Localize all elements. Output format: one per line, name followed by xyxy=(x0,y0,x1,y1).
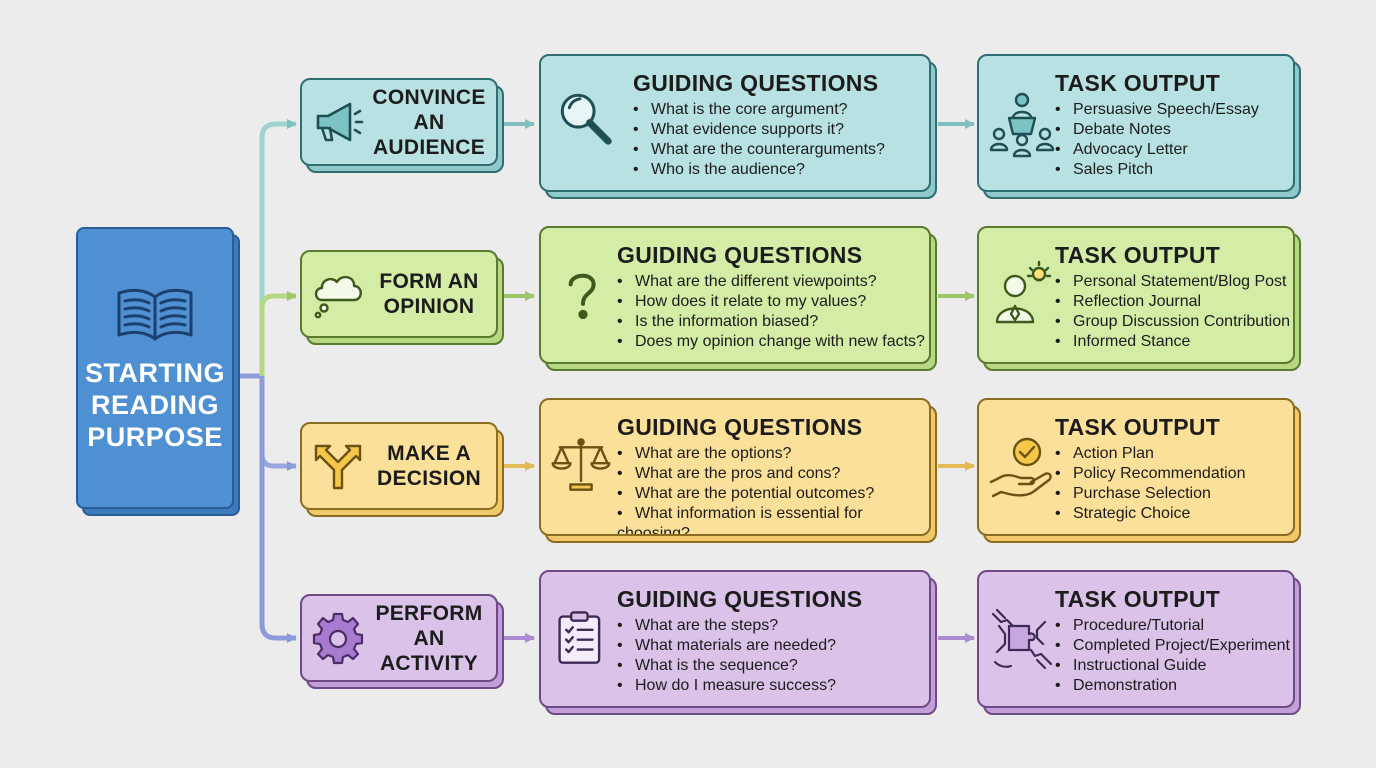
output-card-decision: TASK OUTPUT Action Plan Policy Recommend… xyxy=(977,398,1301,543)
questions-title-activity: GUIDING QUESTIONS xyxy=(617,586,863,612)
output-title-decision: TASK OUTPUT xyxy=(1055,414,1221,440)
starting-reading-purpose-card: STARTING READING PURPOSE xyxy=(76,227,240,516)
list-item: How does it relate to my values? xyxy=(617,292,925,312)
list-item: What materials are needed? xyxy=(617,636,836,656)
list-item: What evidence supports it? xyxy=(633,120,885,140)
questions-list-convince: What is the core argument? What evidence… xyxy=(633,100,885,180)
list-item: Procedure/Tutorial xyxy=(1055,616,1290,636)
purpose-card-opinion: FORM AN OPINION xyxy=(300,250,504,345)
clipboard-checklist-icon xyxy=(553,606,609,670)
list-item: What are the options? xyxy=(617,444,929,464)
megaphone-icon xyxy=(310,94,366,150)
output-title-opinion: TASK OUTPUT xyxy=(1055,242,1221,268)
hand-checkmark-icon xyxy=(987,432,1057,502)
questions-list-decision: What are the options? What are the pros … xyxy=(617,444,929,534)
questions-card-opinion: GUIDING QUESTIONS What are the different… xyxy=(539,226,937,371)
purpose-label-decision: MAKE A DECISION xyxy=(377,442,481,490)
questions-card-decision: GUIDING QUESTIONS What are the options? … xyxy=(539,398,937,543)
speaker-podium-icon xyxy=(987,88,1057,158)
branch-activity xyxy=(259,376,297,643)
purpose-card-decision: MAKE A DECISION xyxy=(300,422,504,517)
start-title: STARTING READING PURPOSE xyxy=(85,358,225,452)
magnifying-glass-icon xyxy=(557,90,617,150)
list-item: What are the pros and cons? xyxy=(617,464,929,484)
question-mark-icon xyxy=(553,262,613,328)
questions-list-activity: What are the steps? What materials are n… xyxy=(617,616,836,696)
gear-icon xyxy=(310,610,366,666)
list-item: Demonstration xyxy=(1055,676,1290,696)
questions-title-decision: GUIDING QUESTIONS xyxy=(617,414,863,440)
questions-list-opinion: What are the different viewpoints? How d… xyxy=(617,272,925,352)
list-item: What are the steps? xyxy=(617,616,836,636)
list-item: How do I measure success? xyxy=(617,676,836,696)
list-item: Policy Recommendation xyxy=(1055,464,1246,484)
list-item: Who is the audience? xyxy=(633,160,885,180)
list-item: What is the core argument? xyxy=(633,100,885,120)
output-list-activity: Procedure/Tutorial Completed Project/Exp… xyxy=(1055,616,1290,696)
list-item: Advocacy Letter xyxy=(1055,140,1259,160)
questions-title-convince: GUIDING QUESTIONS xyxy=(633,70,879,96)
split-arrows-icon xyxy=(310,438,366,494)
list-item: Purchase Selection xyxy=(1055,484,1246,504)
open-book-icon xyxy=(115,283,195,347)
branch-opinion xyxy=(259,291,297,376)
list-item: Group Discussion Contribution xyxy=(1055,312,1290,332)
purpose-label-convince: CONVINCE AN AUDIENCE xyxy=(372,85,486,159)
list-item: Strategic Choice xyxy=(1055,504,1246,524)
questions-title-opinion: GUIDING QUESTIONS xyxy=(617,242,863,268)
output-card-convince: TASK OUTPUT Persuasive Speech/Essay Deba… xyxy=(977,54,1301,199)
thought-cloud-icon xyxy=(310,266,366,322)
person-idea-icon xyxy=(987,260,1057,330)
list-item: Does my opinion change with new facts? xyxy=(617,332,925,352)
output-card-opinion: TASK OUTPUT Personal Statement/Blog Post… xyxy=(977,226,1301,371)
purpose-card-activity: PERFORM AN ACTIVITY xyxy=(300,594,504,689)
questions-card-convince: GUIDING QUESTIONS What is the core argum… xyxy=(539,54,937,199)
list-item: Instructional Guide xyxy=(1055,656,1290,676)
list-item: What are the counterarguments? xyxy=(633,140,885,160)
list-item: Sales Pitch xyxy=(1055,160,1259,180)
list-item: Informed Stance xyxy=(1055,332,1290,352)
output-title-convince: TASK OUTPUT xyxy=(1055,70,1221,96)
branch-decision xyxy=(259,376,297,471)
purpose-card-convince: CONVINCE AN AUDIENCE xyxy=(300,78,504,173)
list-item: Is the information biased? xyxy=(617,312,925,332)
list-item: What are the potential outcomes? xyxy=(617,484,929,504)
purpose-label-activity: PERFORM AN ACTIVITY xyxy=(375,601,483,675)
output-card-activity: TASK OUTPUT Procedure/Tutorial Completed… xyxy=(977,570,1301,715)
list-item: Debate Notes xyxy=(1055,120,1259,140)
list-item: What is the sequence? xyxy=(617,656,836,676)
list-item: What information is essential for choosi… xyxy=(617,504,929,534)
hands-puzzle-icon xyxy=(987,604,1057,674)
output-list-decision: Action Plan Policy Recommendation Purcha… xyxy=(1055,444,1246,524)
list-item: Persuasive Speech/Essay xyxy=(1055,100,1259,120)
branch-convince xyxy=(259,119,297,376)
output-title-activity: TASK OUTPUT xyxy=(1055,586,1221,612)
purpose-label-opinion: FORM AN OPINION xyxy=(379,270,479,318)
output-list-opinion: Personal Statement/Blog Post Reflection … xyxy=(1055,272,1290,352)
balance-scale-icon xyxy=(551,434,611,496)
list-item: Personal Statement/Blog Post xyxy=(1055,272,1290,292)
list-item: Reflection Journal xyxy=(1055,292,1290,312)
list-item: Action Plan xyxy=(1055,444,1246,464)
output-list-convince: Persuasive Speech/Essay Debate Notes Adv… xyxy=(1055,100,1259,180)
questions-card-activity: GUIDING QUESTIONS What are the steps? Wh… xyxy=(539,570,937,715)
list-item: What are the different viewpoints? xyxy=(617,272,925,292)
list-item: Completed Project/Experiment xyxy=(1055,636,1290,656)
